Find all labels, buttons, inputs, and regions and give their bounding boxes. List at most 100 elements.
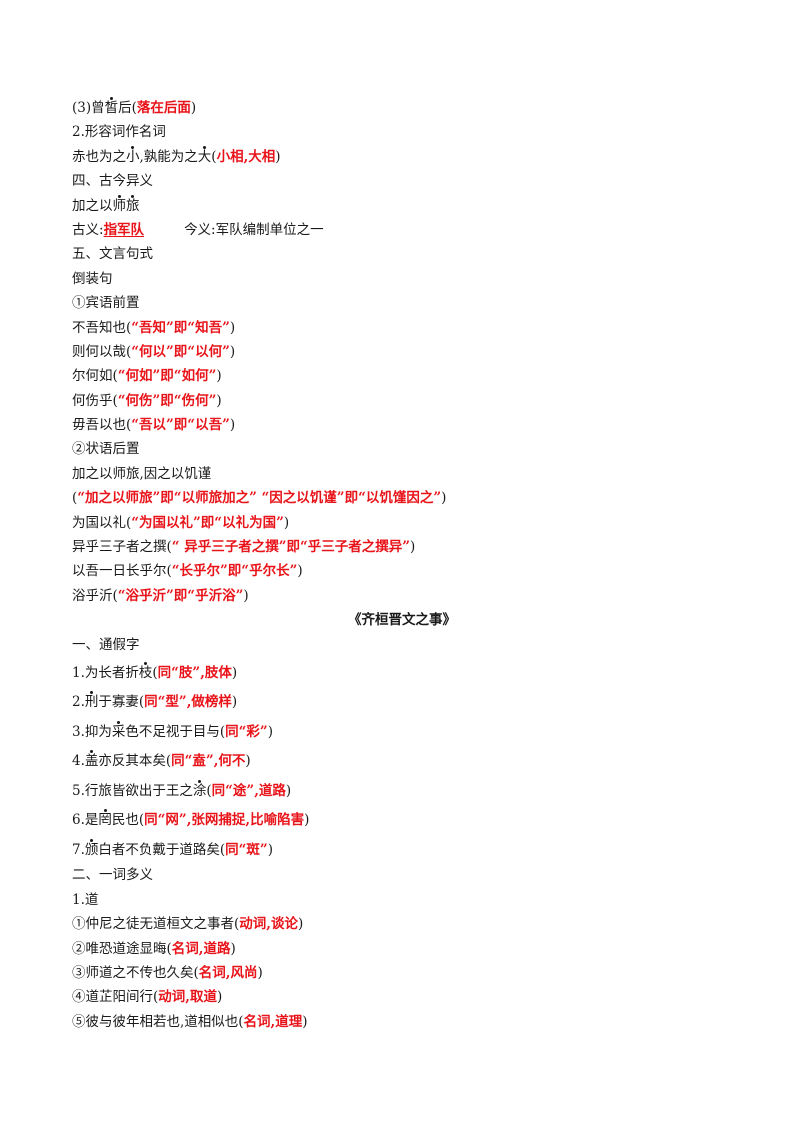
emphasized-char: 刑 — [84, 694, 99, 711]
emphasized-char: 小 — [126, 148, 140, 165]
document-page: (3)曾皙后(落在后面)2.形容词作名词赤也为之小,孰能为之大(小相,大相)四、… — [72, 96, 732, 1034]
text-line: ③师道之不传也久矣(名词,风尚) — [72, 961, 732, 985]
text-segment: ⑤彼与彼年相若也,道相似也( — [72, 1013, 244, 1030]
text-segment: ) — [229, 343, 236, 360]
answer-text: “何如”即“如何” — [117, 368, 217, 385]
answer-text: “加之以师旅”即“以师旅加之” “因之以饥谨”即“以饥馑因之” — [77, 490, 442, 507]
emphasized-char: 大 — [197, 148, 212, 165]
text-segment: 尔何如( — [72, 368, 118, 385]
text-segment: 5.行旅皆欲出于王之 — [72, 782, 193, 799]
text-line: 尔何如(“何如”即“如何”) — [72, 364, 732, 388]
text-segment: ③师道之不传也久矣( — [72, 965, 199, 982]
answer-text: “长乎尔”即“乎尔长” — [171, 563, 298, 580]
text-line: 4.盖亦反其本矣(同“盍”,何不) — [72, 745, 732, 775]
answer-text: 同“斑” — [225, 841, 268, 858]
text-line: 毋吾以也(“吾以”即“以吾”) — [72, 413, 732, 437]
text-line: ②状语后置 — [72, 437, 732, 461]
text-line: 加之以师旅 — [72, 194, 732, 218]
text-segment: 赤也为之 — [72, 148, 126, 165]
text-segment: 后( — [118, 100, 137, 116]
text-line: ⑤彼与彼年相若也,道相似也(名词,道理) — [72, 1010, 732, 1034]
text-segment: 二、一词多义 — [72, 867, 153, 884]
text-segment: 2.形容词作名词 — [72, 124, 166, 141]
text-line: 一、通假字 — [72, 633, 732, 657]
emphasized-char: 颁 — [84, 841, 99, 858]
answer-text: 小相,大相 — [216, 148, 276, 165]
answer-text: “ 异乎三子者之撰”即“乎三子者之撰异” — [171, 539, 411, 556]
text-segment: 3.抑为 — [72, 723, 112, 740]
text-segment: 为国以礼( — [72, 514, 132, 531]
answer-text: “何伤”即“伤何” — [117, 392, 217, 409]
text-segment: ) — [216, 392, 222, 409]
text-segment: 民也( — [111, 812, 145, 829]
text-segment: ) — [216, 368, 222, 385]
text-segment: 于寡妻( — [98, 694, 145, 711]
text-segment: ) — [190, 100, 197, 116]
text-line: (3)曾皙后(落在后面) — [72, 96, 732, 120]
text-segment: ) — [231, 664, 238, 681]
text-line: 7.颁白者不负戴于道路矣(同“斑”) — [72, 834, 732, 864]
text-segment: ) — [257, 965, 263, 982]
text-line: ①宾语前置 — [72, 291, 732, 315]
text-line: 异乎三子者之撰(“ 异乎三子者之撰”即“乎三子者之撰异”) — [72, 535, 732, 559]
text-segment: ) — [275, 148, 281, 165]
text-segment: ④道芷阳间行( — [72, 989, 159, 1006]
answer-text: 指军队 — [103, 221, 145, 238]
text-segment: 一、通假字 — [72, 636, 140, 653]
emphasized-char: 师 — [112, 197, 127, 214]
emphasized-char: 涂 — [192, 782, 207, 799]
text-line: ④道芷阳间行(动词,取道) — [72, 985, 732, 1009]
text-segment: 五、文言句式 — [72, 246, 153, 263]
emphasized-char: 枝 — [138, 664, 153, 681]
text-segment: ) — [231, 694, 238, 711]
text-line: 不吾知也(“吾知”即“知吾”) — [72, 316, 732, 340]
text-segment: ①仲尼之徒无道桓文之事者( — [72, 916, 240, 933]
text-line: 以吾一日长乎尔(“长乎尔”即“乎尔长”) — [72, 559, 732, 583]
text-line: 倒装句 — [72, 267, 732, 291]
text-segment: 则何以哉( — [72, 343, 132, 360]
text-segment: ) — [302, 1013, 308, 1030]
text-line: 四、古今异义 — [72, 169, 732, 193]
text-segment: ) — [441, 490, 447, 507]
text-segment: ②唯恐道途显晦( — [72, 940, 172, 957]
text-line: 为国以礼(“为国以礼”即“以礼为国”) — [72, 511, 732, 535]
answer-text: 同“型”,做榜样 — [144, 694, 232, 711]
text-segment: 《齐桓晋文之事》 — [348, 612, 456, 629]
text-segment: ) — [229, 417, 236, 434]
text-segment: 6.是 — [72, 812, 99, 829]
answer-text: 动词,谈论 — [239, 916, 298, 933]
text-line: 二、一词多义 — [72, 863, 732, 887]
answer-text: 动词,取道 — [158, 989, 217, 1006]
text-segment: 以吾一日长乎尔( — [72, 563, 172, 580]
text-segment: ( — [152, 664, 158, 681]
text-segment: 浴乎沂( — [72, 587, 118, 604]
answer-text: 落在后面 — [136, 100, 191, 116]
text-segment: 1.为长者折 — [72, 664, 139, 681]
text-segment: 毋吾以也( — [72, 417, 132, 434]
text-segment: 1.道 — [72, 891, 99, 908]
text-line: 何伤乎(“何伤”即“伤何”) — [72, 389, 732, 413]
text-segment: 亦反其本矣( — [98, 753, 172, 770]
text-segment: 加之以 — [72, 197, 113, 214]
answer-text: “吾以”即“以吾” — [131, 417, 230, 434]
text-segment: ①宾语前置 — [72, 295, 140, 312]
answer-text: 同“彩” — [225, 723, 268, 740]
text-segment: 7. — [72, 841, 85, 858]
text-line: 1.道 — [72, 888, 732, 912]
text-segment: 倒装句 — [72, 270, 113, 287]
answer-text: “吾知”即“知吾” — [131, 319, 230, 336]
text-segment: ) — [285, 782, 292, 799]
text-line: 浴乎沂(“浴乎沂”即“乎沂浴”) — [72, 584, 732, 608]
text-segment: ) — [283, 514, 290, 531]
text-segment: ( — [211, 148, 217, 165]
text-segment: ) — [243, 587, 249, 604]
text-segment: ) — [267, 841, 273, 858]
emphasized-char: 皙 — [104, 100, 119, 116]
text-segment: ) — [216, 989, 223, 1006]
text-line: 古义:指军队今义:军队编制单位之一 — [72, 218, 732, 242]
text-line: 5.行旅皆欲出于王之涂(同“途”,道路) — [72, 775, 732, 805]
text-segment: ) — [229, 319, 236, 336]
section-title: 《齐桓晋文之事》 — [72, 608, 732, 632]
text-segment: 加之以师旅,因之以饥谨 — [72, 465, 212, 482]
answer-text: 同“网”,张网捕捉,比喻陷害 — [144, 812, 305, 829]
